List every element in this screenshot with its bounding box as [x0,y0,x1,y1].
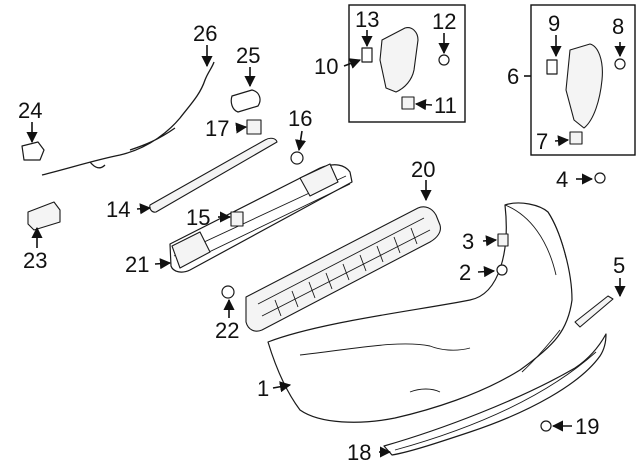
callout-17: 17 [205,116,229,141]
clip-11-part [401,96,415,110]
leader-14 [136,203,152,215]
clip-15-part [230,211,244,227]
callout-11: 11 [434,93,457,118]
pin-4-part [594,172,606,184]
callout-9: 9 [548,11,560,36]
callout-14: 14 [106,197,130,222]
lower-valance-part [383,333,607,456]
clip-3-part [497,233,509,247]
callout-24: 24 [18,98,42,123]
wiring-harness-part [41,61,215,176]
parking-sensor-part [21,141,45,161]
callout-3: 3 [462,229,474,254]
callout-2: 2 [459,260,471,285]
clip-7-part [569,131,583,145]
leader-7 [554,135,570,147]
reinforcement-beam-part [169,163,353,273]
callout-13: 13 [355,7,379,32]
callout-7: 7 [536,129,548,154]
leader-2 [477,266,496,278]
inset-box-bracket-right [530,4,636,156]
nut-9-part [546,59,558,75]
callout-1: 1 [257,376,269,401]
sensor-housing-part [230,89,261,113]
callout-12: 12 [432,9,456,34]
leader-10 [343,58,362,69]
clip-17-part [246,119,262,135]
leader-17 [235,122,248,134]
screw-8-part [614,58,626,70]
callout-6: 6 [507,64,519,89]
callout-16: 16 [288,106,312,131]
energy-absorber-part [245,206,441,332]
callout-23: 23 [23,248,47,273]
sensor-bracket-part [27,201,61,231]
leader-16 [295,130,307,152]
bolt-22-part [221,285,235,299]
callout-26: 26 [193,21,217,46]
bumper-cover-part [267,202,573,423]
callout-21: 21 [125,252,149,277]
leader-1 [272,381,292,393]
callout-22: 22 [215,318,239,343]
leader-3 [482,235,498,247]
callout-10: 10 [314,54,338,79]
callout-15: 15 [186,205,210,230]
callout-20: 20 [411,157,435,182]
screw-12-part [438,54,450,66]
bolt-16-part [290,151,304,165]
nut-13-part [361,47,373,63]
callout-4: 4 [556,167,568,192]
callout-19: 19 [575,414,599,439]
bolt-2-part [496,264,508,276]
bracket-6-part [565,43,603,129]
reflector-strip-part [574,295,614,328]
leader-21 [154,258,172,270]
push-pin-19-part [540,420,552,432]
bracket-10-part [379,27,419,93]
callout-18: 18 [347,440,371,465]
leader-11 [414,99,433,111]
callout-25: 25 [236,43,260,68]
callout-5: 5 [613,253,625,278]
callout-8: 8 [612,14,624,39]
